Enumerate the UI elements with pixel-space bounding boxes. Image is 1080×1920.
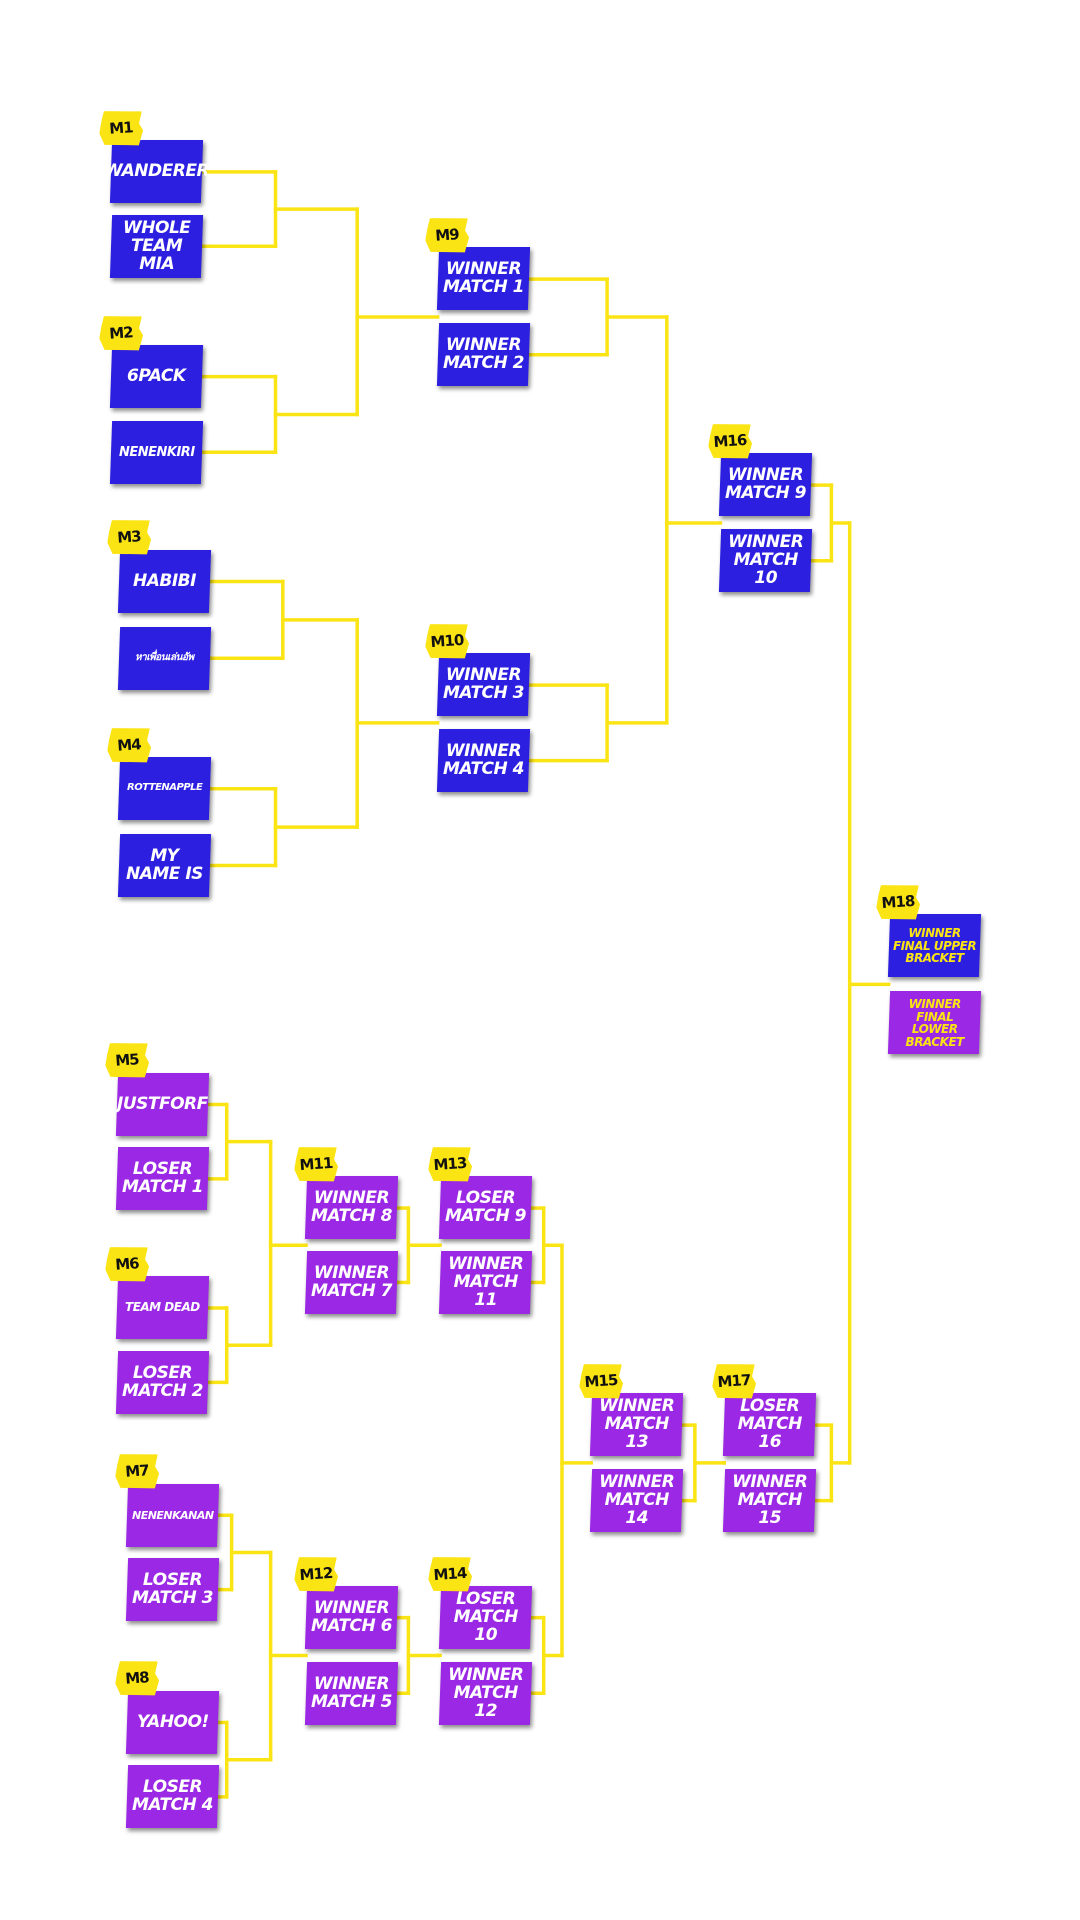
team-name: HABIBI [133, 570, 197, 591]
team-name: WINNER FINAL UPPER BRACKET [892, 926, 976, 966]
m18-slot-1: WINNER FINAL UPPER BRACKET [887, 914, 982, 978]
team-name: WINNER MATCH 11 [448, 1253, 524, 1310]
m3-slot-2: หาเพื่อนเล่นอัพ [118, 626, 212, 690]
m11-slot-2: WINNER MATCH 7 [304, 1250, 399, 1315]
match-tag-m10: M10 [424, 621, 470, 661]
team-name: ROTTENAPPLE [127, 782, 203, 794]
team-name: LOSER MATCH 16 [737, 1396, 802, 1452]
team-name: WINNER MATCH 8 [311, 1188, 393, 1227]
match-tag-m3: M3 [106, 518, 152, 558]
m17-slot-1: LOSER MATCH 16 [723, 1393, 817, 1457]
match-tag-m15: M15 [578, 1361, 624, 1401]
team-name: WINNER MATCH 15 [732, 1471, 808, 1528]
match-tag-m8: M8 [113, 1659, 159, 1699]
team-name: WINNER MATCH 5 [311, 1673, 393, 1712]
team-name: WINNER MATCH 6 [311, 1597, 393, 1636]
m8-slot-2: LOSER MATCH 4 [125, 1765, 220, 1829]
team-name: YAHOO! [136, 1711, 209, 1732]
m4-slot-1: ROTTENAPPLE [118, 757, 212, 821]
team-name: WINNER MATCH 3 [442, 665, 524, 704]
team-name: LOSER MATCH 10 [453, 1588, 518, 1645]
team-name: LOSER MATCH 1 [122, 1158, 204, 1197]
team-name: LOSER MATCH 3 [131, 1569, 213, 1608]
match-tag-m1: M1 [98, 108, 144, 148]
m14-slot-2: WINNER MATCH 12 [438, 1661, 533, 1725]
team-name: WINNER MATCH 10 [728, 531, 804, 588]
match-tag-m5: M5 [104, 1041, 150, 1081]
m11-slot-1: WINNER MATCH 8 [304, 1176, 399, 1240]
team-name: LOSER MATCH 4 [131, 1777, 213, 1815]
match-tag-m4: M4 [106, 725, 152, 765]
match-tag-m7: M7 [113, 1452, 159, 1492]
m10-slot-1: WINNER MATCH 3 [436, 653, 531, 717]
team-name: WHOLE TEAM MIA [122, 217, 191, 274]
team-name: WINNER MATCH 12 [448, 1664, 524, 1721]
m15-slot-1: WINNER MATCH 13 [590, 1393, 684, 1457]
team-name: WINNER FINAL LOWER BRACKET [905, 996, 964, 1049]
m15-slot-2: WINNER MATCH 14 [590, 1468, 684, 1533]
m9-slot-2: WINNER MATCH 2 [436, 323, 531, 387]
match-tag-m18: M18 [875, 882, 921, 922]
m1-slot-1: WANDERER [104, 140, 209, 204]
m7-slot-2: LOSER MATCH 3 [125, 1557, 220, 1622]
m1-slot-2: WHOLE TEAM MIA [109, 214, 204, 278]
m6-slot-2: LOSER MATCH 2 [115, 1350, 210, 1415]
team-name: WINNER MATCH 14 [599, 1471, 675, 1528]
m5-slot-2: LOSER MATCH 1 [115, 1147, 210, 1211]
match-tag-m14: M14 [427, 1554, 473, 1594]
match-tag-m17: M17 [711, 1361, 757, 1401]
team-name: LOSER MATCH 2 [122, 1362, 204, 1401]
team-name: MY NAME IS [126, 845, 204, 884]
team-name: 6PACK [127, 365, 186, 386]
team-name: TEAM DEAD [125, 1300, 201, 1315]
m7-slot-1: NENENKANAN [125, 1483, 220, 1547]
m6-slot-1: TEAM DEAD [115, 1276, 210, 1340]
m9-slot-1: WINNER MATCH 1 [436, 247, 531, 311]
team-name: NENENKIRI [118, 444, 195, 460]
m16-slot-2: WINNER MATCH 10 [719, 529, 813, 593]
team-name: LOSER MATCH 9 [445, 1188, 527, 1227]
m2-slot-2: NENENKIRI [109, 420, 204, 484]
match-tag-m11: M11 [293, 1144, 339, 1184]
m13-slot-2: WINNER MATCH 11 [438, 1250, 533, 1315]
team-name: หาเพื่อนเล่นอัพ [135, 652, 195, 664]
m13-slot-1: LOSER MATCH 9 [438, 1176, 533, 1240]
m14-slot-1: LOSER MATCH 10 [438, 1585, 533, 1650]
match-tag-m2: M2 [98, 313, 144, 353]
m18-slot-2: WINNER FINAL LOWER BRACKET [887, 991, 982, 1055]
team-name: WINNER MATCH 2 [442, 334, 524, 373]
m12-slot-2: WINNER MATCH 5 [304, 1661, 399, 1725]
team-name: JUSTFORF [117, 1093, 209, 1114]
m3-slot-1: HABIBI [118, 549, 212, 614]
m8-slot-1: YAHOO! [125, 1690, 220, 1755]
match-tag-m6: M6 [104, 1244, 150, 1284]
team-name: WINNER MATCH 1 [442, 259, 524, 298]
match-tag-m12: M12 [293, 1554, 339, 1594]
team-name: WANDERER [104, 160, 210, 181]
team-name: WINNER MATCH 4 [442, 740, 524, 779]
m16-slot-1: WINNER MATCH 9 [719, 453, 813, 517]
team-name: WINNER MATCH 7 [311, 1262, 393, 1301]
m5-slot-1: JUSTFORF [115, 1072, 210, 1137]
m17-slot-2: WINNER MATCH 15 [723, 1468, 817, 1533]
team-name: WINNER MATCH 13 [599, 1396, 675, 1452]
team-name: WINNER MATCH 9 [725, 465, 807, 504]
m4-slot-2: MY NAME IS [118, 833, 212, 898]
team-name: NENENKANAN [131, 1508, 214, 1522]
match-tag-m9: M9 [424, 215, 470, 255]
m12-slot-1: WINNER MATCH 6 [304, 1585, 399, 1650]
m2-slot-1: 6PACK [109, 344, 204, 409]
match-tag-m13: M13 [427, 1144, 473, 1184]
m10-slot-2: WINNER MATCH 4 [436, 728, 531, 793]
match-tag-m16: M16 [707, 422, 753, 462]
